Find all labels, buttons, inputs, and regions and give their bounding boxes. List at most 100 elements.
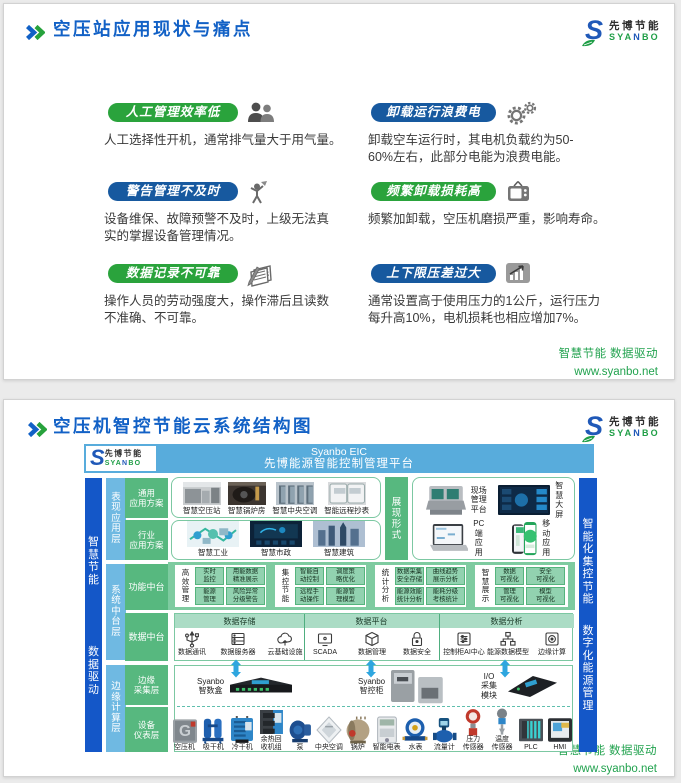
device-water-meter: 水表 [401, 710, 429, 752]
display-form-label: 现场管理平台 [470, 485, 487, 514]
device-smart-meter: 智能电表 [373, 710, 401, 752]
device-label: 压力传感器 [462, 736, 484, 751]
logo-cn-text: 先博节能 [104, 449, 143, 458]
data-item-lock: 数据安全 [393, 630, 441, 660]
function-box: 数据可视化 [495, 567, 524, 585]
row-label-2: 行业应用方案 [125, 520, 168, 560]
device-temp-sensor: 温度传感器 [488, 708, 516, 752]
logo-s-mark: S [90, 444, 105, 470]
flow-meter-image [431, 716, 457, 744]
updown-arrow-3 [499, 659, 511, 678]
industry-schemes-container: 智慧工业智慧市政智慧建筑 [171, 520, 381, 560]
pain-desc: 频繁加卸载，空压机磨损严重，影响寿命。 [368, 212, 606, 226]
logo-en-text: SYANBO [609, 32, 660, 42]
device-label: 泵 [296, 744, 304, 751]
tv-icon [505, 180, 539, 206]
left-bar-text-1: 智慧节能 [88, 536, 99, 586]
data-item-label: SCADA [312, 649, 338, 656]
device-label: 冷干机 [231, 744, 253, 751]
display-form-big-screen: 智慧大屏 [494, 481, 569, 519]
server-icon [229, 630, 247, 648]
device-label: 流量计 [433, 744, 455, 751]
right-bar: 智能化集控节能数字化能源管理 [579, 478, 597, 752]
data-band-1: 数据存储 [175, 614, 304, 628]
function-panel-label: 集控节能 [281, 568, 290, 603]
pain-pill: 上下限压差过大 [371, 264, 496, 283]
data-item-label: 数据服务器 [220, 649, 256, 656]
boiler-image [345, 716, 371, 744]
pump-image [287, 716, 313, 744]
data-item-label: 边缘计算 [538, 649, 566, 656]
logo-s-mark: S [585, 15, 604, 45]
device-cassette-ac: 中央空调 [315, 710, 343, 752]
pain-pill: 频繁卸载损耗高 [371, 182, 496, 201]
pressure-sensor-image [460, 708, 486, 736]
row-label-3: 功能中台 [125, 564, 168, 610]
logo-cn-text: 先博节能 [609, 416, 661, 428]
compressor-station-image [182, 482, 221, 505]
data-band-2: 数据平台 [304, 614, 439, 628]
device-label: 空压机 [174, 744, 195, 751]
footer-slogan: 智慧节能 数据驱动 [558, 348, 658, 360]
layer-bar-2: 系统中台层 [106, 564, 126, 660]
function-box: 风险异常分级警告 [226, 587, 265, 605]
function-box: 能源效能统计分析 [395, 587, 424, 605]
function-panel-1: 高效管理实时监控用能数据精准展示能源管理风险异常分级警告 [175, 565, 266, 607]
row-label-5: 边缘采集层 [125, 665, 168, 705]
scheme-industry: 智慧工业 [187, 521, 239, 557]
function-box: 能耗分级考核统计 [426, 587, 465, 605]
device-label: 智能电表 [372, 744, 401, 751]
logo-leaf-icon [581, 431, 596, 443]
device-pressure-sensor: 压力传感器 [459, 708, 487, 752]
data-item-label: 能源数据模型 [487, 649, 529, 656]
pain-pill: 警告管理不及时 [108, 182, 238, 201]
device-plc: PLC [517, 710, 545, 752]
data-item-nodes: 能源数据模型 [484, 630, 532, 660]
adsorption-dryer-image [200, 716, 226, 744]
chevrons-icon [27, 421, 48, 438]
lock-icon [408, 630, 426, 648]
function-box: 曲线趋势展示分析 [426, 567, 465, 585]
heat-recovery-image [258, 708, 284, 736]
function-box: 智能自动控制 [295, 567, 324, 585]
data-item-label: 数据管理 [358, 649, 386, 656]
device-hmi: HMI [546, 710, 574, 752]
function-box: 用能数据精准展示 [226, 567, 265, 585]
people-icon [246, 101, 280, 127]
scheme-municipal: 智慧市政 [250, 521, 302, 557]
data-item-label: 数据安全 [403, 649, 431, 656]
scheme-label: 智慧工业 [198, 548, 228, 557]
logo-leaf-icon [581, 35, 596, 47]
row-label-4: 数据中台 [125, 613, 168, 661]
function-box: 远程手动操作 [295, 587, 324, 605]
footer-url: www.syanbo.net [573, 762, 657, 775]
pain-desc: 通常设置高于使用压力的1公斤，运行压力每升高10%，电机损耗也相应增加7%。 [368, 294, 600, 325]
scheme-compressor-station: 智慧空压站 [182, 480, 221, 515]
data-item-label: 数据通讯 [178, 649, 206, 656]
scheme-label: 智慧中央空调 [272, 506, 318, 515]
logo-en-text: SYANBO [609, 428, 660, 438]
data-item-disk: 边缘计算 [528, 630, 576, 660]
scheme-label: 智慧市政 [261, 548, 291, 557]
phones-image [511, 520, 537, 556]
scheme-boiler-room: 智慧锅炉房 [227, 480, 266, 515]
scheme-label: 智慧空压站 [183, 506, 221, 515]
logo-cn-text: 先博节能 [609, 20, 661, 32]
data-item-label: 云基础设施 [267, 649, 303, 656]
pain-pill: 数据记录不可靠 [108, 264, 238, 283]
pain-desc: 设备维保、故障预警不及时，上级无法真实的掌握设备管理情况。 [104, 212, 330, 243]
sliders-icon [455, 630, 473, 648]
boiler-room-image [227, 482, 266, 505]
device-heat-recovery: 余热回收机组 [257, 710, 285, 752]
edge-divider [177, 706, 570, 707]
console-image [425, 484, 466, 516]
